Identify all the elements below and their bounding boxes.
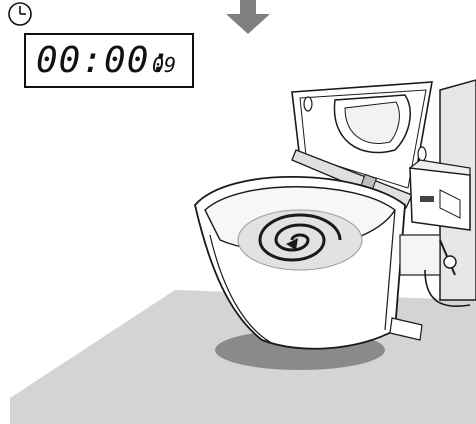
flush-unit (410, 160, 470, 230)
timer-seconds: 09 (152, 53, 176, 77)
swirl-flush-icon (238, 210, 362, 270)
arrow-down-icon (226, 0, 270, 34)
clock-icon (9, 3, 31, 25)
timer-display: 00:00: 09 (24, 33, 194, 88)
